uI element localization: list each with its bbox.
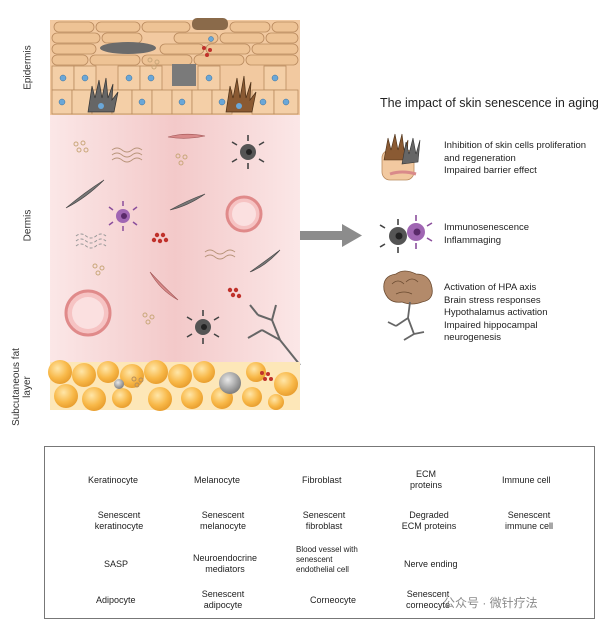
impact-text-2: Immunosenescence Inflammaging <box>444 222 529 247</box>
legend-deg-ecm: Degraded ECM proteins <box>401 510 457 531</box>
legend-corneocyte: Corneocyte <box>310 595 357 605</box>
legend-melanocyte: Melanocyte <box>194 475 241 485</box>
impact-1-line-3: Impaired barrier effect <box>444 165 537 176</box>
legend-nerve: Nerve ending <box>404 559 458 569</box>
melanocyte-epidermis <box>225 75 257 113</box>
impact-text-1: Inhibition of skin cells proliferation a… <box>444 140 586 178</box>
legend-adipocyte: Adipocyte <box>96 595 136 605</box>
senescent-melanocyte-epidermis <box>87 77 119 113</box>
immune-cell-dermis <box>108 201 138 231</box>
impact-3-line-4: Impaired hippocampal <box>444 319 538 331</box>
senescent-immune-cell-dermis-2 <box>186 310 220 344</box>
impact-3-line-5: neurogenesis <box>444 332 502 343</box>
blood-vessel-dermis-2 <box>64 289 112 337</box>
legend-sen-immune: Senescent immune cell <box>504 510 553 531</box>
impact-1-line-2: and regeneration <box>444 152 516 164</box>
impact-3-line-3: Hypothalamus activation <box>444 307 548 318</box>
impact-2-line-2: Inflammaging <box>444 234 502 246</box>
legend-sen-melanocyte: Senescent melanocyte <box>199 510 247 531</box>
impact-arrow <box>300 224 362 247</box>
impact-3-line-1: Activation of HPA axis <box>444 282 537 293</box>
dermis-contents <box>64 133 301 366</box>
legend-keratinocyte: Keratinocyte <box>88 475 139 485</box>
legend-sen-corneocyte: Senescent corneocyte <box>405 589 451 610</box>
impact-3-line-2: Brain stress responses <box>444 294 541 306</box>
legend-vessel: Blood vessel with senescent endothelial … <box>296 545 358 574</box>
legend-sen-adipocyte: Senescent adipocyte <box>201 589 245 610</box>
watermark: 公众号 · 微针疗法 <box>443 596 538 610</box>
legend-immune: Immune cell <box>502 475 551 485</box>
legend-fibroblast: Fibroblast <box>302 475 342 485</box>
legend-sasp: SASP <box>104 559 129 569</box>
impact-1-line-1: Inhibition of skin cells proliferation <box>444 140 587 151</box>
impact-text-3: Activation of HPA axis Brain stress resp… <box>444 282 548 345</box>
brain-icon <box>383 270 433 341</box>
immune-cells-icon <box>379 215 433 253</box>
keratinocyte-melanocyte-icon <box>381 133 421 181</box>
dermis-label: Dermis <box>22 209 34 242</box>
legend-neuro: Neuroendocrine mediators <box>192 553 258 574</box>
legend-box <box>44 446 595 619</box>
nerve-ending-dermis <box>247 304 301 366</box>
fat-layer-label: Subcutaneous fat layer <box>11 348 33 426</box>
epidermis-layer <box>50 18 300 115</box>
senescent-immune-cell-dermis <box>231 135 265 169</box>
legend-ecm: ECM proteins <box>409 469 443 490</box>
fat-layer <box>48 360 300 411</box>
legend-sen-fibroblast: Senescent fibroblast <box>302 510 346 531</box>
legend-sen-keratinocyte: Senescent keratinocyte <box>94 510 144 531</box>
impact-title: The impact of skin senescence in aging <box>380 96 599 110</box>
blood-vessel-dermis <box>225 195 263 233</box>
epidermis-label: Epidermis <box>22 45 34 90</box>
impact-2-line-1: Immunosenescence <box>444 222 530 233</box>
